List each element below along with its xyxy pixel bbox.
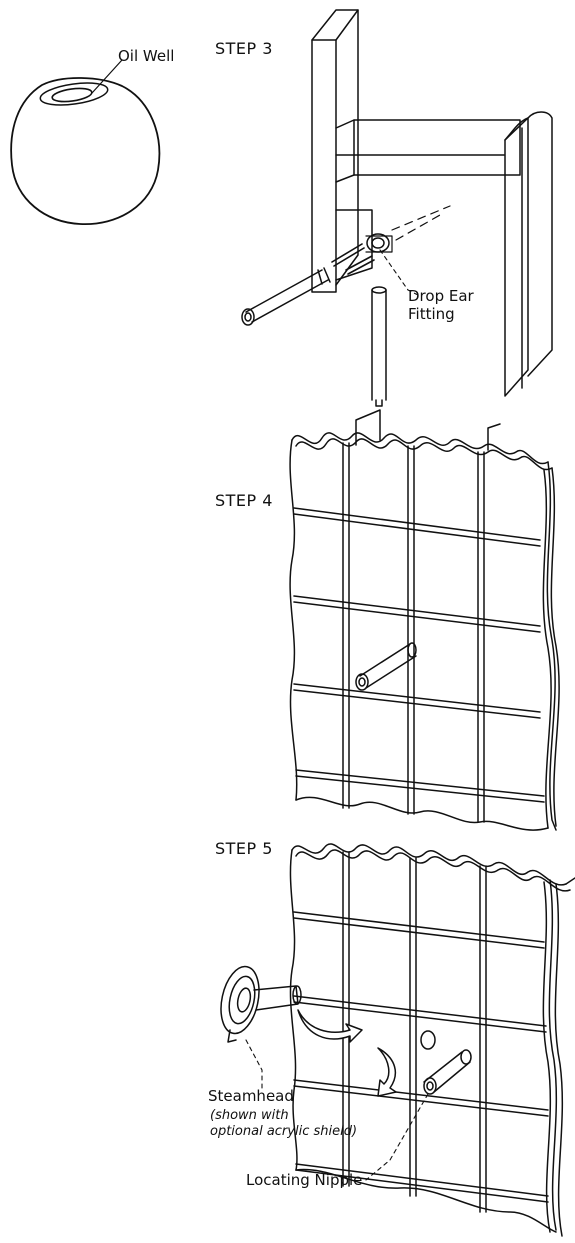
oil-well-sphere xyxy=(11,60,159,224)
step5-label: STEP 5 xyxy=(215,839,273,858)
step5-locating-nipple xyxy=(366,1050,471,1180)
step3-label: STEP 3 xyxy=(215,39,273,58)
steamhead-note-line1: (shown with xyxy=(210,1108,289,1123)
step5-arrows xyxy=(298,1010,396,1096)
drop-ear-label-line1: Drop Ear xyxy=(408,287,474,305)
steamhead-note-line2: optional acrylic shield) xyxy=(210,1124,358,1139)
steamhead-label: Steamhead xyxy=(208,1087,294,1105)
oil-well-label: Oil Well xyxy=(118,47,175,65)
locating-nipple-label: Locating Nipple xyxy=(246,1171,363,1189)
step4-wall xyxy=(290,410,559,830)
step4-pipe xyxy=(356,643,416,690)
drop-ear-label-line2: Fitting xyxy=(408,305,455,323)
step4-label: STEP 4 xyxy=(215,491,273,510)
step5-wall xyxy=(290,844,575,1236)
step3-frame xyxy=(312,10,552,396)
step3-vertical-pipe xyxy=(372,287,386,406)
steamhead xyxy=(215,963,301,1090)
step3-horizontal-pipe xyxy=(242,268,330,325)
drop-ear-fitting xyxy=(332,234,392,274)
